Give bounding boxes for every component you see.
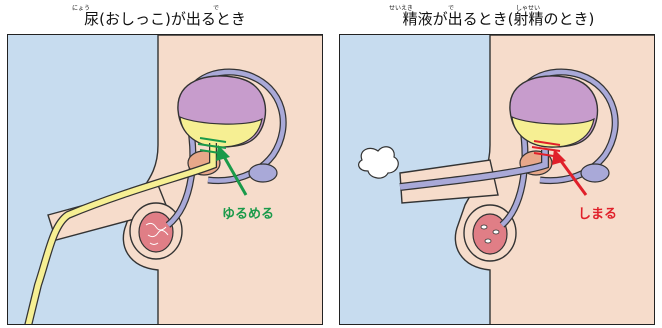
semen-blob — [358, 146, 399, 179]
relax-callout: ゆるめる — [222, 207, 275, 222]
urethra-with-urine — [25, 143, 216, 324]
right-panel-title: 精液が出るとき(射精のとき) — [335, 12, 662, 27]
seminal-vesicle — [248, 163, 278, 183]
seminal-vesicle — [580, 163, 610, 183]
green-arrow-head — [216, 145, 230, 161]
right-diagram-panel: しまる — [339, 34, 655, 325]
red-arrow-head — [552, 149, 566, 165]
ejaculation-diagram — [340, 35, 654, 324]
urine-in-bladder — [511, 116, 595, 148]
ruby-seieki: せいえき — [389, 5, 413, 12]
testis — [472, 213, 508, 255]
ruby-nyou: にょう — [72, 5, 91, 12]
red-arrow-line — [556, 156, 588, 196]
urine-in-bladder — [179, 116, 263, 148]
left-title-text: 尿(おしっこ)が出るとき — [84, 10, 246, 28]
ruby-shasei: しゃせい — [516, 5, 541, 12]
tighten-callout: しまる — [578, 207, 618, 222]
testis — [138, 211, 174, 253]
ruby-de-right: で — [448, 5, 455, 12]
ruby-de-left: で — [213, 5, 220, 12]
right-title-text: 精液が出るとき(射精のとき) — [402, 10, 595, 28]
green-arrow-line — [220, 152, 248, 196]
left-panel-title: 尿(おしっこ)が出るとき — [0, 12, 330, 27]
left-diagram-panel: ゆるめる — [7, 34, 323, 325]
urethra-with-semen — [399, 150, 548, 190]
urination-diagram — [8, 35, 322, 324]
